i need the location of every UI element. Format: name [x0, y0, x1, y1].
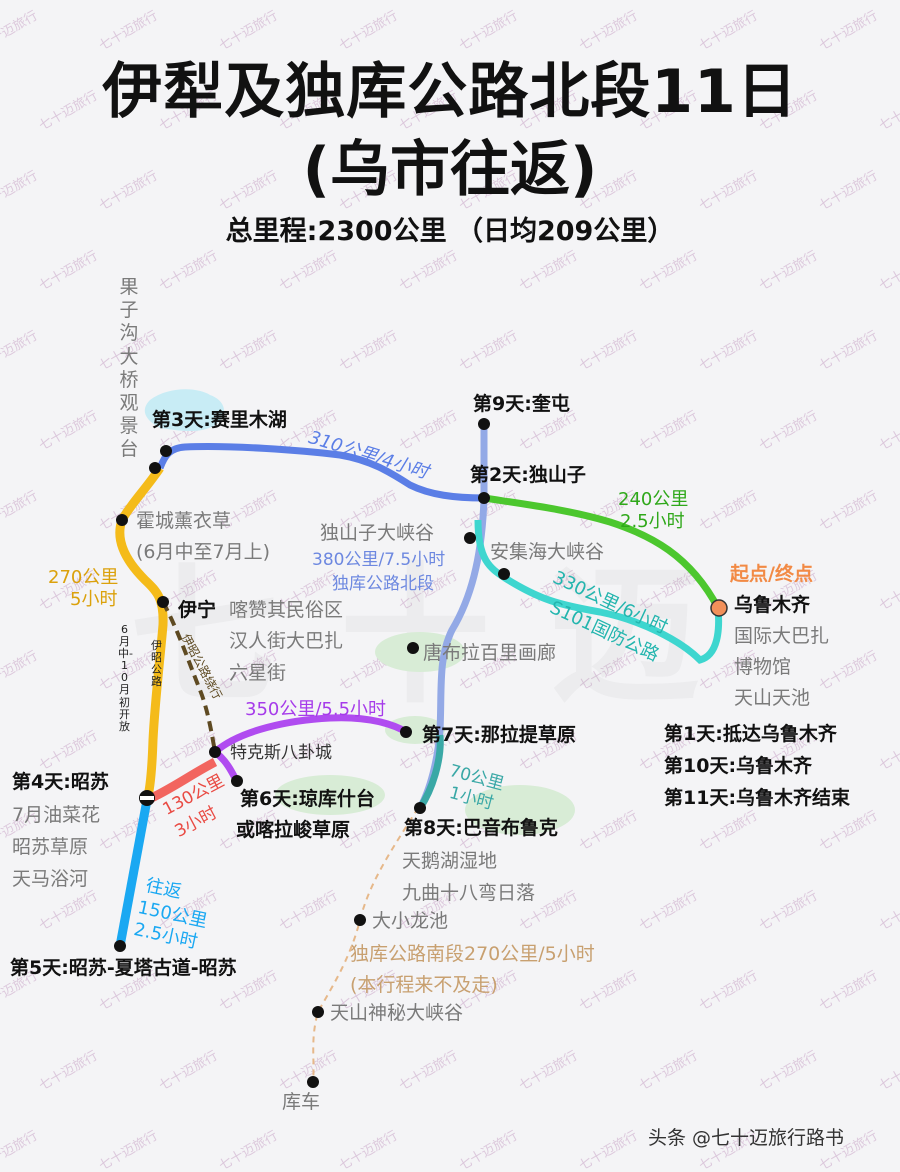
day8-sight-2: 九曲十八弯日落: [402, 882, 536, 904]
day9-label: 第9天:奎屯: [473, 393, 570, 415]
yining-sight-1: 喀赞其民俗区: [229, 599, 344, 621]
qiongkushitai-area: [275, 775, 385, 815]
yining-label: 伊宁: [178, 599, 217, 621]
zhaosu-marker-bar: [140, 796, 154, 800]
anjihai-marker: [498, 568, 510, 580]
day3-route: [156, 443, 485, 502]
start-end-label: 起点/终点: [730, 563, 813, 585]
total-distance: 总里程:2300公里 （日均209公里）: [225, 216, 675, 247]
kuitun-marker: [478, 418, 490, 430]
bayanbulak-area: [465, 785, 575, 835]
urumqi-sight-2: 博物馆: [734, 656, 792, 678]
urumqi-label: 乌鲁木齐: [734, 594, 811, 616]
urumqi-sight-1: 国际大巴扎: [734, 625, 830, 647]
qiongkushitai-marker: [231, 775, 243, 787]
guozigou-marker: [149, 462, 161, 474]
day8-label: 第8天:巴音布鲁克: [404, 817, 558, 839]
south-route: [312, 807, 419, 1083]
sailimu-lake-shape: [144, 389, 225, 432]
route-label-duku-north: 独库公路北段: [332, 574, 434, 594]
route-label-270b: 5小时: [70, 589, 118, 610]
zhaosu-sight-1: 7月油菜花: [12, 804, 101, 826]
kuche-marker: [307, 1076, 319, 1088]
route-label-350: 350公里/5.5小时: [245, 699, 387, 720]
sailimu-marker: [160, 445, 172, 457]
xiata-marker: [114, 940, 126, 952]
itinerary-note-1: 第1天:抵达乌鲁木齐: [664, 723, 837, 745]
urumqi-marker: [710, 599, 728, 617]
s101-route: [474, 519, 723, 664]
tangbula-label: 唐布拉百里画廊: [423, 642, 557, 664]
dushanzi-canyon-marker: [464, 532, 476, 544]
urumqi-sight-3: 天山天池: [734, 687, 811, 709]
page-title-sub: (乌市往返): [302, 135, 598, 205]
yining-sight-3: 六星街: [229, 662, 287, 684]
yining-sight-2: 汉人街大巴扎: [229, 630, 344, 652]
nalati-marker: [400, 726, 412, 738]
nalati-bayanbulak-route: [417, 734, 444, 810]
dushanzi-canyon-label: 独山子大峡谷: [320, 522, 435, 544]
kuche-label: 库车: [282, 1091, 321, 1113]
huocheng-label: 霍城薰衣草: [136, 510, 232, 532]
sailimu-label: 第3天:赛里木湖: [152, 409, 287, 431]
route-label-240a: 240公里: [618, 489, 689, 510]
day2-route: [483, 494, 722, 610]
huocheng-marker: [116, 514, 128, 526]
yizhao-road-label: 伊昭公路: [151, 639, 162, 689]
huocheng-note: (6月中至7月上): [136, 541, 271, 563]
tangbula-marker: [407, 642, 419, 654]
day8-sight-1: 天鹅湖湿地: [402, 850, 498, 872]
route-label-270a: 270公里: [48, 567, 119, 588]
daxiaolongchi-marker: [354, 914, 366, 926]
page-title: 伊犁及独库公路北段11日: [102, 57, 798, 127]
south-section-note: (本行程来不及走): [350, 974, 498, 996]
zhaosu-label: 第4天:昭苏: [12, 771, 109, 793]
nalati-area: [385, 716, 445, 744]
day2-label: 第2天:独山子: [470, 464, 586, 486]
day6-label-b: 或喀拉峻草原: [236, 819, 351, 841]
tianshan-canyon-label: 天山神秘大峡谷: [330, 1002, 464, 1024]
south-section-label: 独库公路南段270公里/5小时: [350, 943, 595, 965]
zhaosu-sight-2: 昭苏草原: [12, 836, 89, 858]
day6-label-a: 第6天:琼库什台: [240, 788, 375, 810]
tekesi-label: 特克斯八卦城: [230, 743, 332, 763]
guozigou-label: 果子沟大桥观景台: [119, 276, 139, 461]
tianshan-canyon-marker: [312, 1006, 324, 1018]
zhaosu-sight-3: 天马浴河: [12, 868, 89, 890]
daxiaolongchi-label: 大小龙池: [372, 910, 449, 932]
dushanzi-marker: [478, 492, 490, 504]
yizhao-open-note: 6月中-10月初开放: [118, 623, 133, 733]
bayanbulak-marker: [414, 802, 426, 814]
route-label-240b: 2.5小时: [620, 511, 685, 532]
day7-label: 第7天:那拉提草原: [422, 724, 576, 746]
anjihai-label: 安集海大峡谷: [490, 541, 605, 563]
day5-label: 第5天:昭苏-夏塔古道-昭苏: [10, 957, 237, 979]
credit-text: 头条 @七十迈旅行路书: [648, 1127, 845, 1149]
route-label-380: 380公里/7.5小时: [312, 550, 446, 570]
itinerary-note-3: 第11天:乌鲁木齐结束: [664, 787, 851, 809]
tekesi-marker: [209, 746, 221, 758]
itinerary-note-2: 第10天:乌鲁木齐: [664, 755, 813, 777]
yining-marker: [157, 596, 169, 608]
xiata-route: [115, 799, 152, 947]
